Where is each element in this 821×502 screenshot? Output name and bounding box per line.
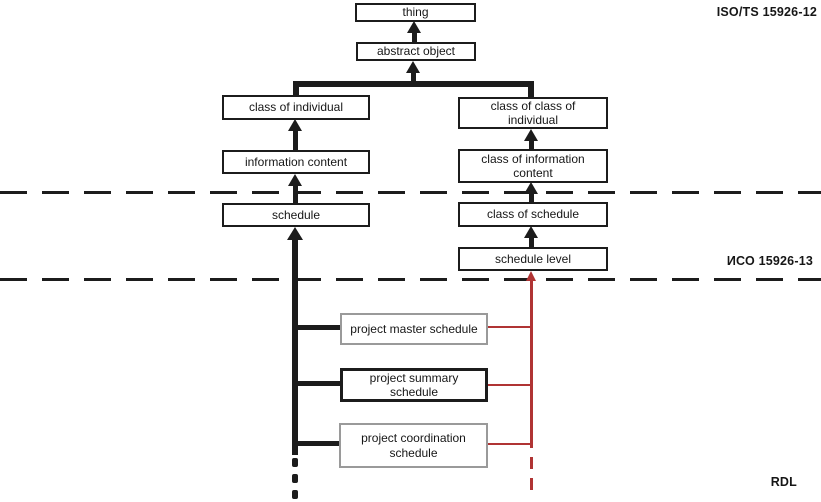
node-schedule: schedule [222,203,370,227]
node-project-coordination-schedule: project coordination schedule [339,423,488,468]
connector-red-summary-schedule [488,384,530,386]
node-information-content: information content [222,150,370,174]
section-label-rdl: RDL [770,475,797,489]
connector-red-master-schedule [488,326,530,328]
node-class-of-class-of-individual: class of class of individual [458,97,608,129]
node-project-summary-schedule: project summary schedule [340,368,488,402]
section-label-iso-15926-13: ИСО 15926-13 [726,254,813,268]
section-label-iso-ts-15926-12: ISO/TS 15926-12 [716,5,817,19]
connector-trunk-coordination-schedule [297,441,340,446]
divider-iso12-iso13 [0,191,821,194]
node-abstract-object: abstract object [356,42,476,61]
node-class-of-information-content: class of information content [458,149,608,183]
divider-iso13-rdl [0,278,821,281]
node-class-of-individual: class of individual [222,95,370,120]
node-schedule-level: schedule level [458,247,608,271]
connector-trunk-master-schedule [297,325,340,330]
node-project-master-schedule: project master schedule [340,313,488,345]
node-thing: thing [355,3,476,22]
connector-trunk-summary-schedule [297,381,340,386]
connector-red-coordination-schedule [488,443,530,445]
node-class-of-schedule: class of schedule [458,202,608,227]
